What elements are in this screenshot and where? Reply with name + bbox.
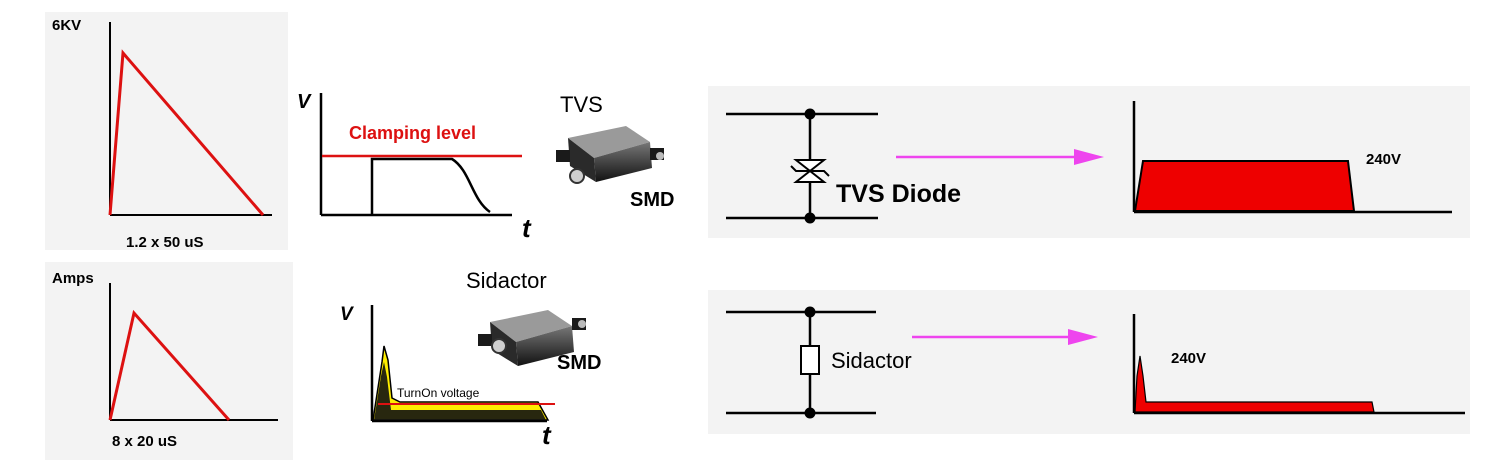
current-waveform-caption: 8 x 20 uS	[112, 433, 177, 450]
tvs-clamped-waveform	[370, 157, 491, 214]
tvs-device-label: TVS	[560, 92, 603, 117]
tvs-arrow	[896, 149, 1104, 165]
sidactor-device-label: Sidactor	[466, 268, 547, 293]
sidactor-crowbar-output-pulse	[1134, 355, 1375, 413]
tvs-package-label: SMD	[630, 189, 674, 211]
turnon-residual-waveform	[374, 362, 546, 420]
voltage-surge-panel	[45, 12, 288, 250]
clamping-level-label: Clamping level	[349, 123, 476, 143]
sidactor-smd-package-icon	[478, 310, 586, 366]
voltage-surge-waveform	[108, 49, 265, 216]
sidactor-output-voltage-label: 240V	[1171, 350, 1206, 367]
tvs-graph-v-label: V	[297, 91, 312, 113]
tvs-diode-symbol	[790, 159, 830, 183]
sidactor-symbol	[800, 345, 820, 375]
tvs-output-voltage-label: 240V	[1366, 151, 1401, 168]
current-surge-panel	[45, 262, 293, 460]
sidactor-circuit-schematic	[726, 306, 876, 419]
voltage-waveform-caption: 1.2 x 50 uS	[126, 234, 204, 251]
tvs-graph-t-label: t	[522, 213, 532, 243]
current-axis-label: Amps	[52, 270, 94, 287]
current-surge-waveform	[108, 309, 231, 421]
sidactor-circuit-label: Sidactor	[831, 348, 912, 373]
sidactor-graph-v-label: V	[340, 304, 354, 325]
tvs-smd-package-icon	[556, 126, 664, 184]
sidactor-graph-t-label: t	[542, 420, 552, 450]
sidactor-arrow	[912, 329, 1098, 345]
voltage-axis-label: 6KV	[52, 17, 81, 34]
turnon-voltage-label: TurnOn voltage	[397, 386, 480, 400]
tvs-circuit-schematic	[726, 108, 878, 224]
sidactor-package-label: SMD	[557, 352, 601, 374]
tvs-clamped-output-pulse	[1133, 160, 1356, 212]
tvs-diode-label: TVS Diode	[836, 180, 961, 208]
